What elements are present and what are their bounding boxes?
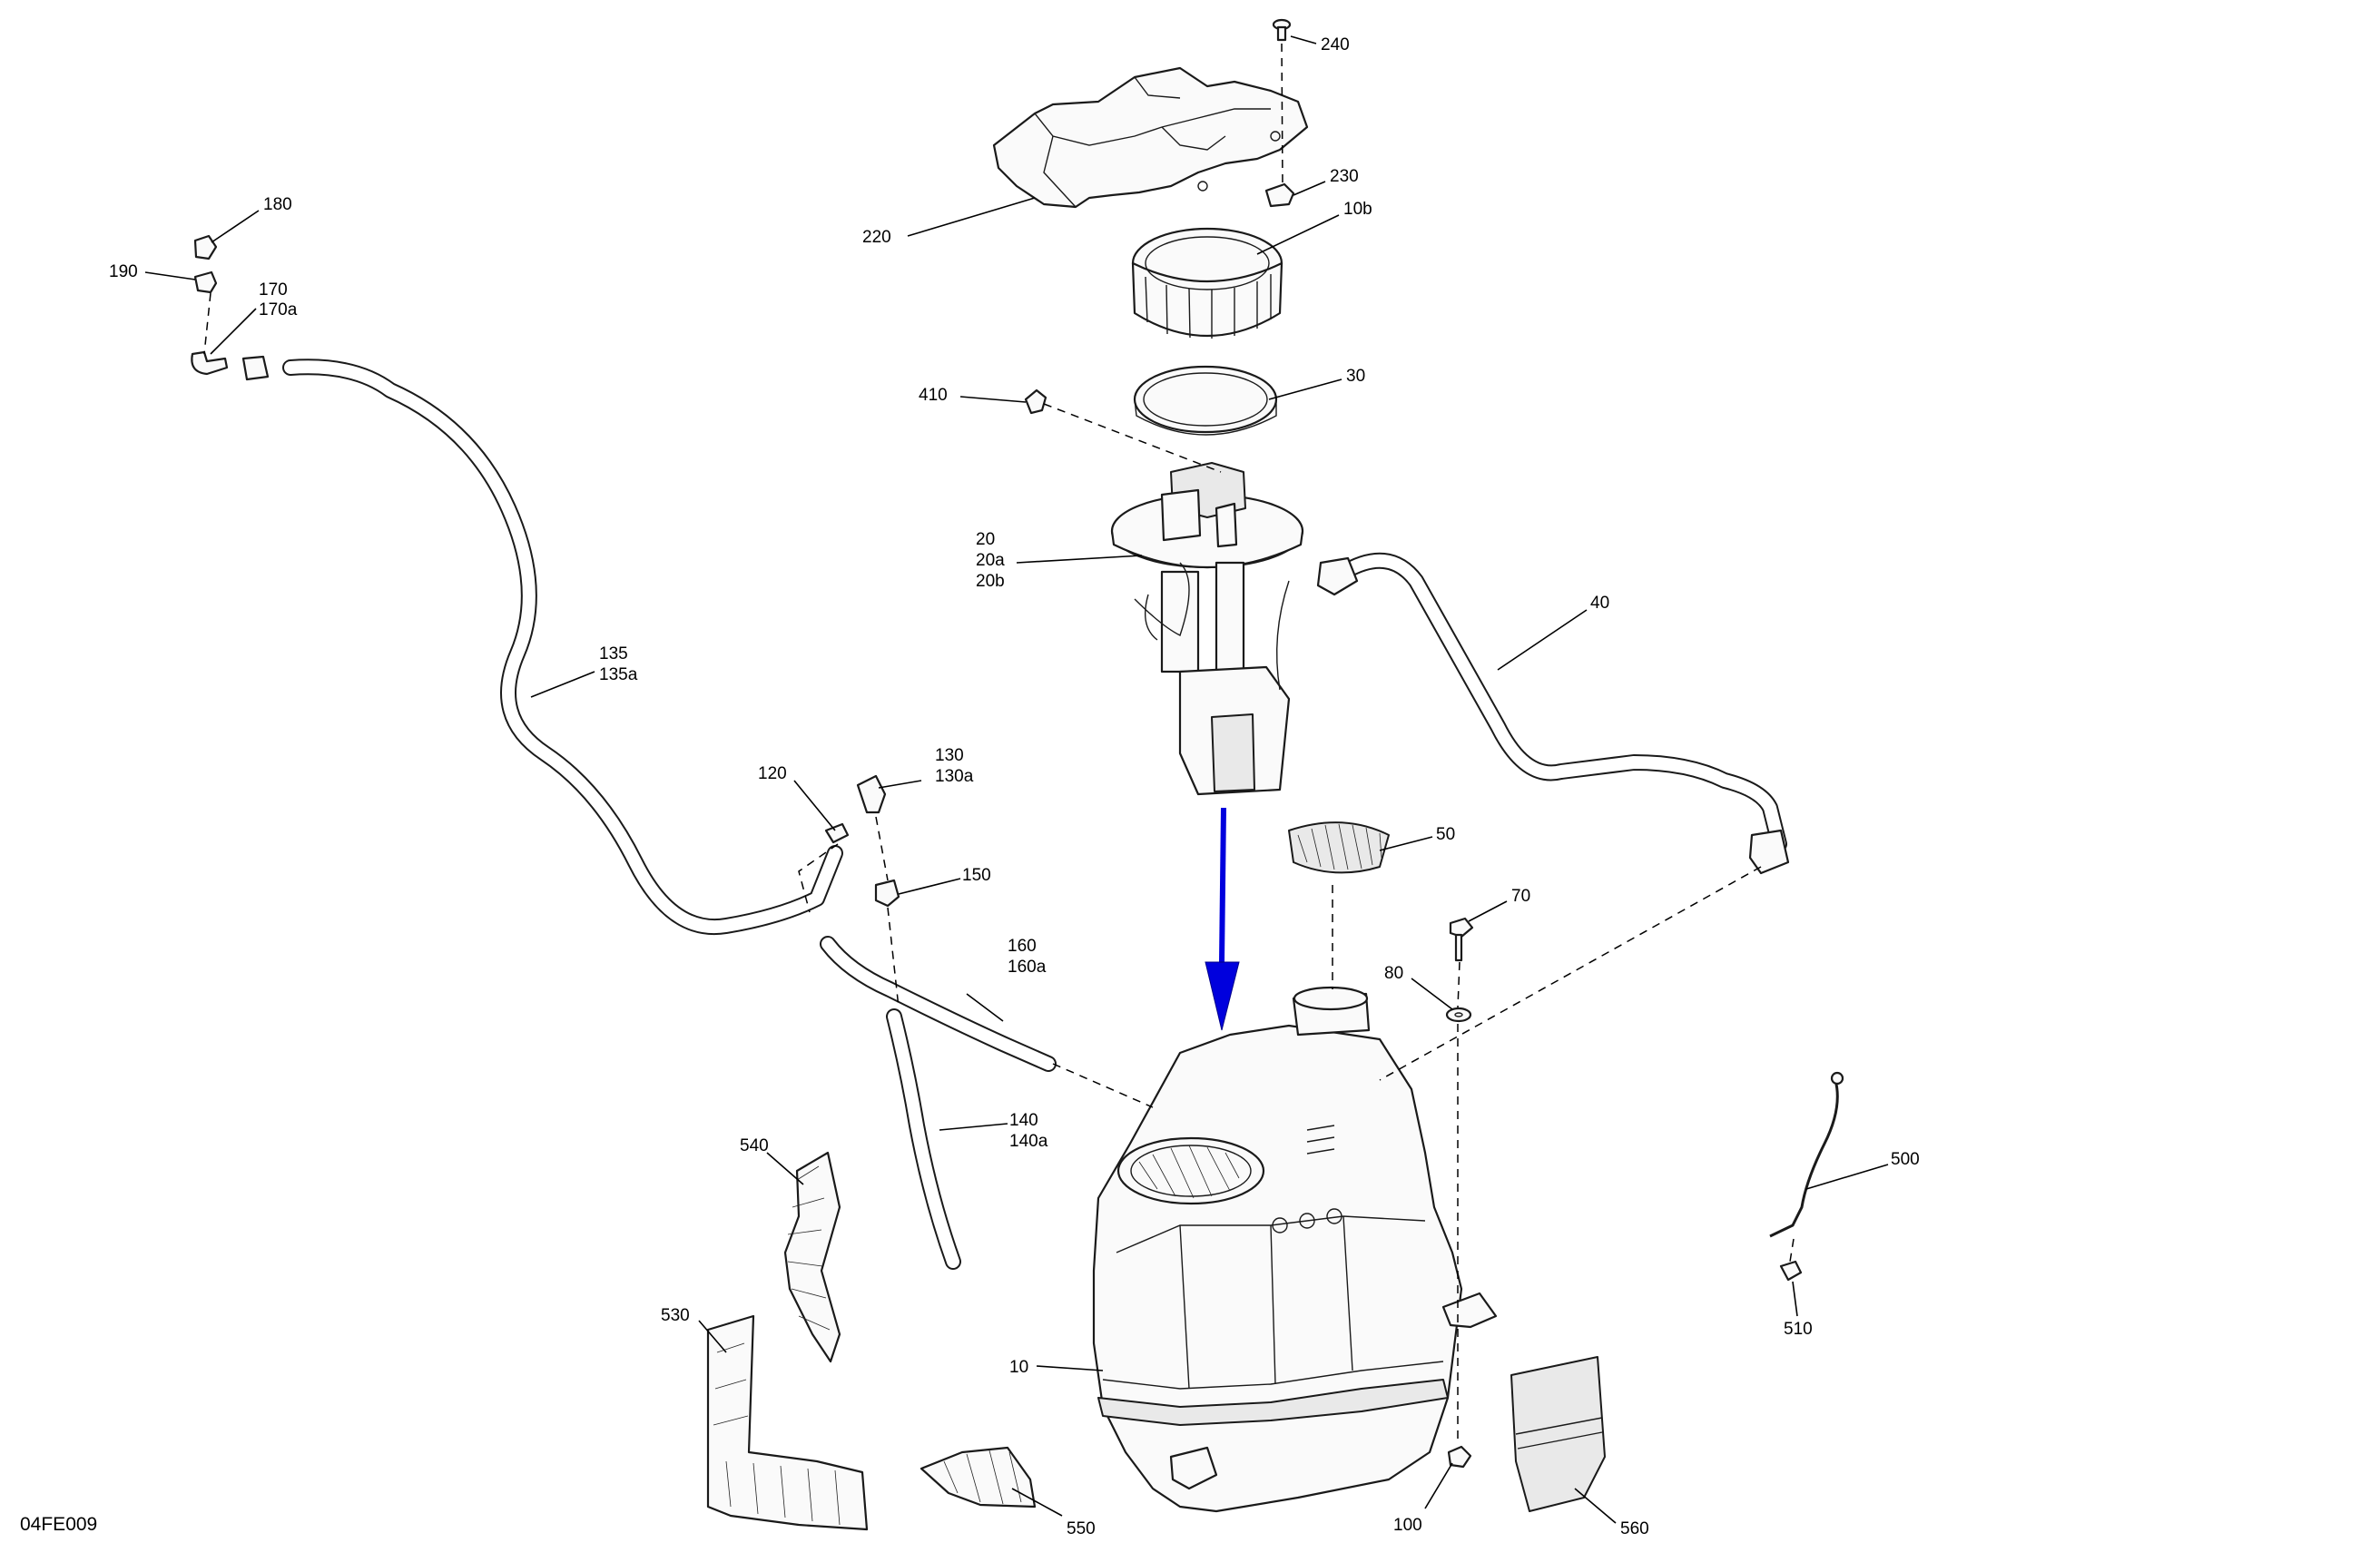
hose-140 — [886, 1008, 961, 1270]
shield-pad-560 — [1510, 1356, 1606, 1512]
label-10: 10 — [1009, 1358, 1028, 1377]
elbow-170 — [191, 350, 270, 381]
fuel-tank-10 — [1092, 986, 1498, 1513]
clip-410 — [1024, 388, 1047, 415]
label-20a: 20a — [976, 551, 1005, 570]
gasket-30 — [1133, 365, 1278, 436]
label-70: 70 — [1511, 887, 1530, 906]
assembly-lines — [203, 43, 1795, 1445]
clip-510 — [1779, 1260, 1803, 1282]
label-40: 40 — [1590, 594, 1609, 613]
label-30: 30 — [1346, 367, 1365, 386]
heat-shield-540 — [783, 1151, 841, 1363]
label-220: 220 — [862, 228, 891, 247]
leader-lines — [144, 35, 1889, 1524]
label-160: 160 — [1008, 937, 1037, 956]
fuel-pump-module-20 — [1110, 462, 1304, 796]
label-20: 20 — [976, 530, 995, 549]
valve-150 — [874, 879, 900, 908]
hose-160 — [820, 936, 1057, 1072]
label-150: 150 — [962, 866, 991, 885]
label-50: 50 — [1436, 825, 1455, 844]
label-170a: 170a — [259, 300, 298, 319]
label-10b: 10b — [1343, 200, 1372, 219]
label-190: 190 — [109, 262, 138, 281]
label-180: 180 — [263, 195, 292, 214]
label-80: 80 — [1384, 964, 1403, 983]
clip-230 — [1264, 182, 1295, 208]
label-140: 140 — [1009, 1111, 1038, 1130]
install-arrow — [1205, 807, 1240, 1031]
label-530: 530 — [661, 1306, 690, 1325]
figure-code: 04FE009 — [20, 1514, 97, 1535]
lock-ring-10b — [1131, 227, 1283, 339]
fitting-180 — [193, 234, 218, 260]
washer-80 — [1445, 1007, 1472, 1023]
fitting-120 — [824, 822, 850, 844]
vent-hose-135 — [282, 359, 843, 936]
label-130: 130 — [935, 746, 964, 765]
cover-plate-220 — [992, 66, 1309, 209]
heat-shield-530 — [706, 1314, 869, 1531]
label-160a: 160a — [1008, 958, 1047, 977]
label-170: 170 — [259, 280, 288, 300]
cap-190 — [193, 270, 218, 294]
filter-50 — [1288, 821, 1390, 874]
label-230: 230 — [1330, 167, 1359, 186]
label-500: 500 — [1891, 1150, 1920, 1169]
label-240: 240 — [1321, 35, 1350, 54]
screw-240 — [1272, 18, 1292, 42]
sensor-500 — [1769, 1071, 1844, 1238]
label-100: 100 — [1393, 1516, 1422, 1535]
label-140a: 140a — [1009, 1132, 1048, 1151]
fuel-line-40 — [1316, 552, 1790, 875]
nut-100 — [1447, 1445, 1472, 1469]
label-135a: 135a — [599, 665, 638, 684]
elbow-130 — [856, 774, 887, 814]
label-550: 550 — [1067, 1519, 1096, 1538]
label-510: 510 — [1784, 1320, 1813, 1339]
label-540: 540 — [740, 1136, 769, 1155]
label-20b: 20b — [976, 572, 1005, 591]
label-120: 120 — [758, 764, 787, 783]
label-560: 560 — [1620, 1519, 1649, 1538]
heat-shield-550 — [920, 1446, 1037, 1509]
label-135: 135 — [599, 644, 628, 663]
label-130a: 130a — [935, 767, 974, 786]
label-410: 410 — [919, 386, 948, 405]
bolt-70 — [1449, 917, 1474, 962]
